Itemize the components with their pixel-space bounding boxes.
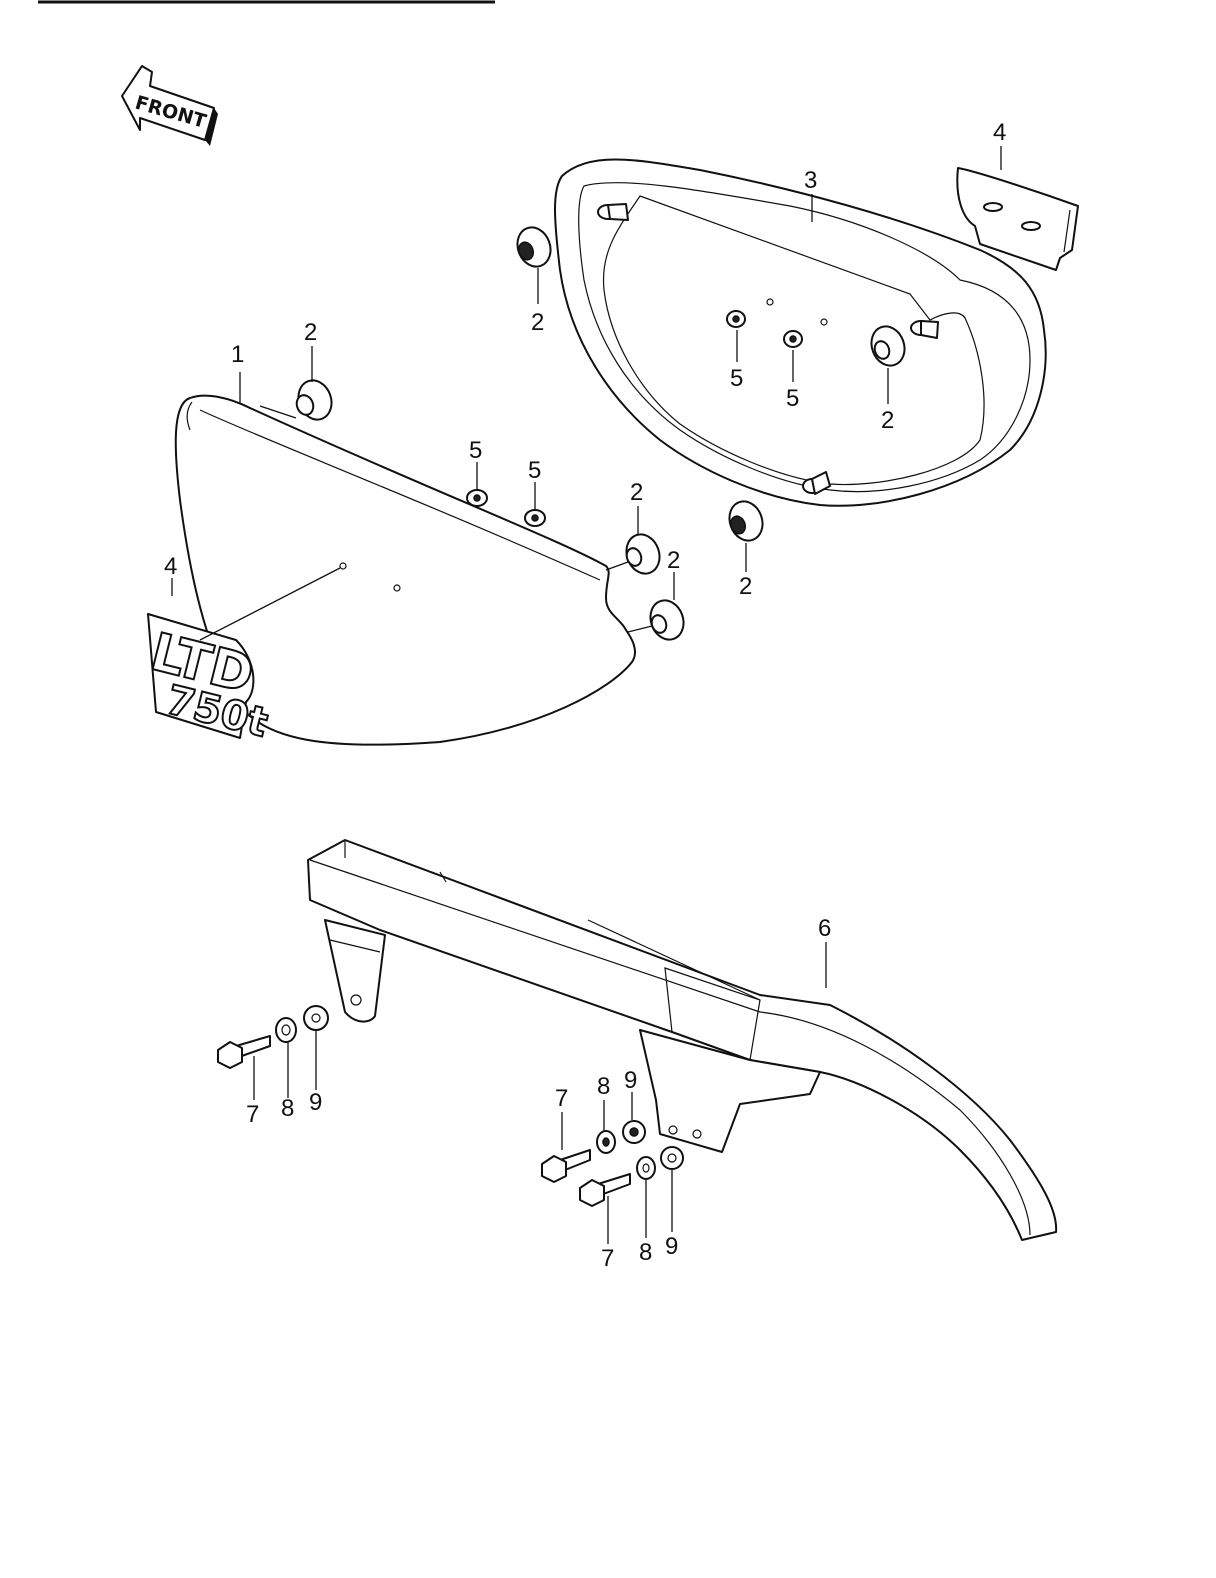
washer — [726, 310, 746, 328]
grommet — [870, 325, 906, 367]
emblem: LTD 750t — [144, 613, 273, 748]
callout-5: 5 — [786, 385, 799, 412]
callout-7: 7 — [555, 1085, 568, 1112]
callout-2: 2 — [881, 407, 894, 434]
callout-8: 8 — [597, 1073, 610, 1100]
callout-2: 2 — [304, 319, 317, 346]
callout-7: 7 — [246, 1101, 259, 1128]
flat-washer — [622, 1120, 646, 1144]
lock-washer — [596, 1130, 616, 1154]
grommet — [295, 379, 333, 421]
callouts: 1 2 3 4 2 5 5 2 5 5 2 2 2 4 6 7 8 9 7 8 … — [164, 119, 1006, 1272]
grommet — [625, 533, 661, 575]
callout-9: 9 — [665, 1233, 678, 1260]
side-cover-right — [554, 158, 1047, 507]
leader-lines — [171, 146, 1002, 1244]
callout-9: 9 — [624, 1067, 637, 1094]
bracket — [956, 167, 1079, 271]
side-cover-left — [174, 394, 636, 746]
callout-2: 2 — [630, 479, 643, 506]
callout-8: 8 — [281, 1095, 294, 1122]
mounting-peg — [910, 320, 939, 339]
washer — [524, 509, 546, 527]
grommet — [728, 500, 764, 542]
callout-9: 9 — [309, 1089, 322, 1116]
bolt — [579, 1173, 631, 1207]
front-direction-arrow: FRONT — [121, 65, 218, 146]
lock-washer — [275, 1017, 297, 1043]
mounting-peg — [802, 471, 831, 495]
bolt — [217, 1035, 271, 1069]
callout-2: 2 — [531, 309, 544, 336]
callout-5: 5 — [469, 437, 482, 464]
callout-5: 5 — [730, 365, 743, 392]
mounting-peg — [597, 203, 629, 221]
callout-2: 2 — [739, 573, 752, 600]
washer — [783, 330, 803, 348]
grommet — [516, 226, 552, 268]
flat-washer — [660, 1146, 684, 1170]
callout-8: 8 — [639, 1239, 652, 1266]
callout-3: 3 — [804, 167, 817, 194]
grommet — [649, 599, 685, 641]
chain-cover — [307, 839, 1058, 1241]
callout-7: 7 — [601, 1245, 614, 1272]
washer — [466, 489, 488, 507]
callout-1: 1 — [231, 341, 244, 368]
callout-5: 5 — [528, 457, 541, 484]
callout-2: 2 — [667, 547, 680, 574]
lock-washer — [636, 1156, 656, 1180]
flat-washer — [303, 1005, 329, 1031]
bolt — [541, 1149, 591, 1183]
callout-4: 4 — [164, 553, 177, 580]
callout-4: 4 — [993, 119, 1006, 146]
callout-6: 6 — [818, 915, 831, 942]
